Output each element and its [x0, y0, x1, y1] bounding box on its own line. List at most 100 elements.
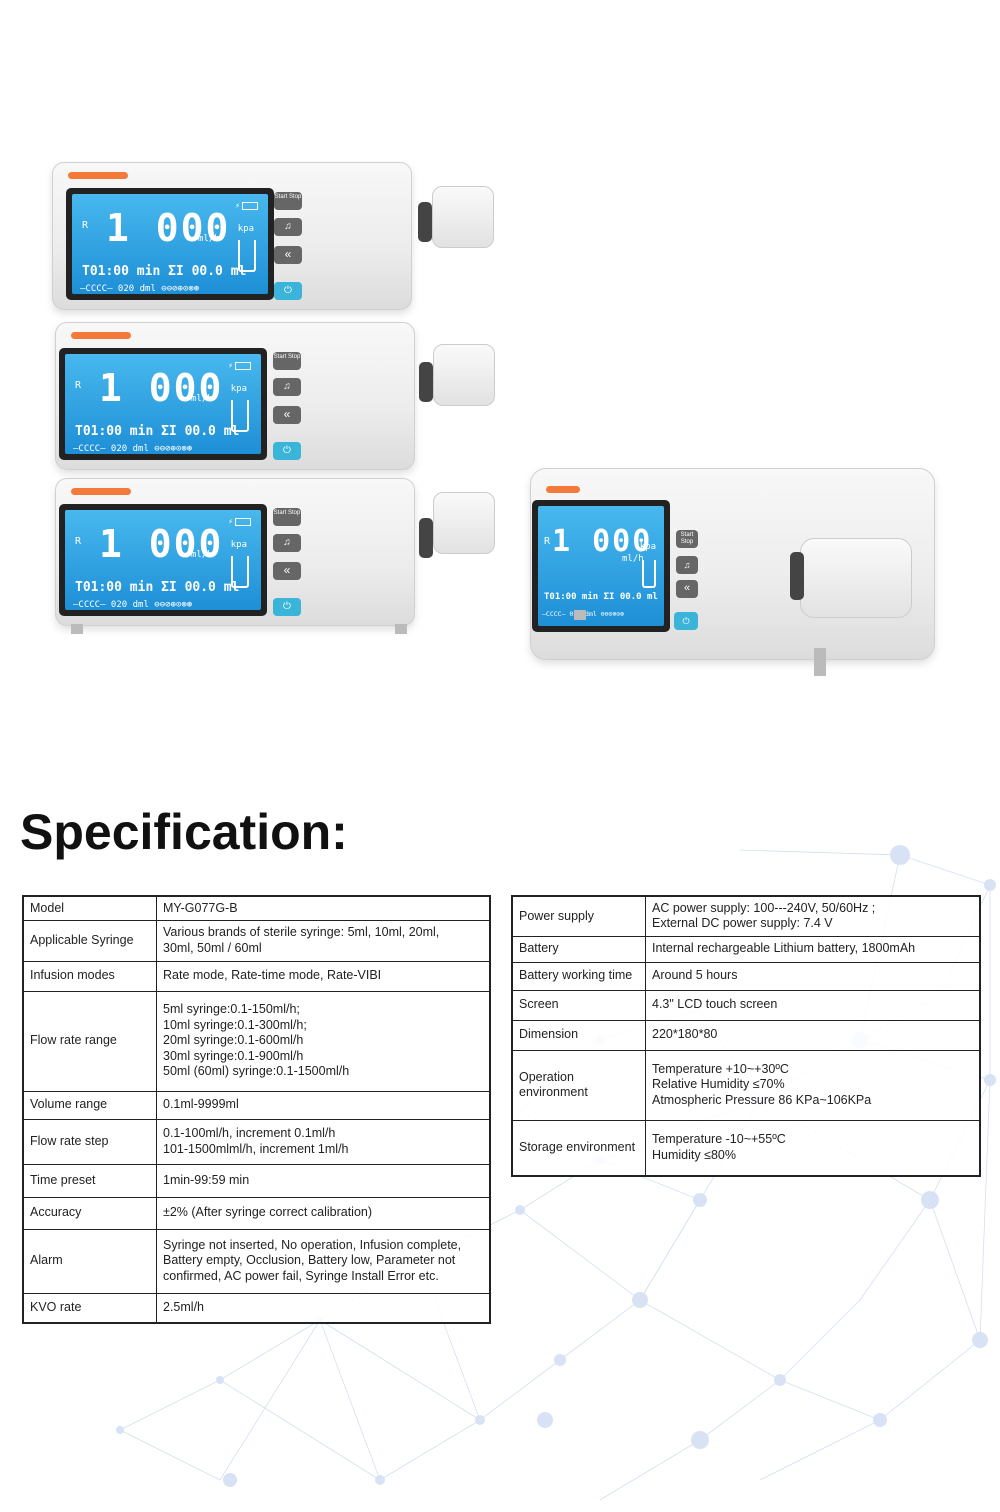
lcd-status-row: —CCCC— 020 dml ⊖⊖⊘⊕⊙⊗⊛ [80, 284, 200, 294]
spec-key: Model [22, 895, 157, 921]
double-chevron-left-icon: « [283, 407, 291, 421]
page-title: Specification: [20, 804, 348, 860]
pressure-gauge-icon [231, 400, 249, 432]
double-chevron-left-icon: « [283, 563, 291, 577]
spec-key: Infusion modes [22, 960, 157, 992]
orange-stripe [546, 486, 580, 493]
lcd-rate-unit: ml/h [198, 234, 220, 244]
lcd-bezel: R 1 000 ml/h kpa ⚡ T01:00 min ΣI 00.0 ml… [59, 348, 267, 460]
spec-value: Rate mode, Rate-time mode, Rate-VIBI [156, 960, 491, 992]
pump-unit-standalone: R 1 000 ml/h kpa T01:00 min ΣI 00.0 ml —… [530, 468, 935, 676]
pressure-gauge-icon [238, 240, 256, 272]
pump-unit-middle: R 1 000 ml/h kpa ⚡ T01:00 min ΣI 00.0 ml… [55, 322, 495, 470]
spec-value: AC power supply: 100---240V, 50/60Hz ; E… [645, 895, 981, 937]
spec-key: Battery [511, 935, 646, 963]
lcd-pressure-unit: kpa [230, 384, 247, 394]
power-button[interactable]: ⏻ [273, 598, 301, 616]
spec-key: Power supply [511, 895, 646, 937]
spec-value: Various brands of sterile syringe: 5ml, … [156, 919, 491, 962]
alarm-silence-button[interactable]: ♫ [273, 378, 301, 396]
spec-key: Screen [511, 989, 646, 1021]
start-stop-button[interactable]: Start Stop [676, 530, 698, 548]
spec-key: Time preset [22, 1163, 157, 1198]
spec-key: Dimension [511, 1019, 646, 1051]
orange-stripe [71, 488, 131, 495]
syringe-clamp [800, 538, 912, 618]
product-photo: R 1 000 ml/h kpa ⚡ T01:00 min ΣI 00.0 ml… [52, 162, 935, 676]
lcd-pressure-unit: kpa [230, 540, 247, 550]
lcd-pressure-unit: kpa [237, 224, 254, 234]
power-icon: ⏻ [283, 445, 291, 456]
syringe-clamp [432, 186, 494, 248]
table-row: Accuracy±2% (After syringe correct calib… [22, 1196, 491, 1230]
back-button[interactable]: « [676, 580, 698, 598]
pump-foot [395, 624, 407, 634]
battery-icon [242, 202, 258, 210]
power-icon: ⏻ [682, 616, 690, 626]
spec-value: 2.5ml/h [156, 1292, 491, 1324]
lcd-time-row: T01:00 min ΣI 00.0 ml [75, 580, 240, 595]
start-stop-button[interactable]: Start Stop [273, 508, 301, 526]
power-button[interactable]: ⏻ [274, 282, 302, 300]
bell-icon: ♫ [284, 221, 292, 232]
syringe-knob [418, 202, 432, 242]
orange-stripe [68, 172, 128, 179]
lcd-bezel: R 1 000 ml/h kpa T01:00 min ΣI 00.0 ml —… [532, 500, 670, 632]
power-icon: ⏻ [284, 285, 292, 296]
lcd-r-label: R [75, 380, 82, 391]
alarm-silence-button[interactable]: ♫ [274, 218, 302, 236]
spec-value: ±2% (After syringe correct calibration) [156, 1196, 491, 1230]
spec-key: Flow rate step [22, 1118, 157, 1165]
spec-key: Accuracy [22, 1196, 157, 1230]
pump-foot [71, 624, 83, 634]
power-button[interactable]: ⏻ [273, 442, 301, 460]
spec-key: Volume range [22, 1090, 157, 1120]
back-button[interactable]: « [273, 562, 301, 580]
spec-key: Operation environment [511, 1049, 646, 1121]
pressure-gauge-icon [231, 556, 249, 588]
spec-key: KVO rate [22, 1292, 157, 1324]
spec-value: 5ml syringe:0.1-150ml/h; 10ml syringe:0.… [156, 990, 491, 1092]
spec-key: Flow rate range [22, 990, 157, 1092]
bell-icon: ♫ [283, 381, 291, 392]
plug-icon: ⚡ [235, 201, 240, 210]
battery-icon [235, 518, 251, 526]
lcd-time-row: T01:00 min ΣI 00.0 ml [544, 592, 658, 602]
back-button[interactable]: « [273, 406, 301, 424]
lcd-status-row: —CCCC— 020 dml ⊖⊖⊘⊕⊙⊗ [542, 610, 625, 618]
spec-value: MY-G077G-B [156, 895, 491, 921]
lcd-bezel: R 1 000 ml/h kpa ⚡ T01:00 min ΣI 00.0 ml… [66, 188, 274, 300]
plug-icon: ⚡ [228, 517, 233, 526]
spec-value: 220*180*80 [645, 1019, 981, 1051]
start-stop-button[interactable]: Start Stop [274, 192, 302, 210]
lcd-rate: 1 000 [106, 206, 231, 250]
spec-value: 0.1ml-9999ml [156, 1090, 491, 1120]
spec-value: 4.3" LCD touch screen [645, 989, 981, 1021]
alarm-silence-button[interactable]: ♫ [676, 556, 698, 574]
spec-value: Internal rechargeable Lithium battery, 1… [645, 935, 981, 963]
spec-value: Temperature +10~+30ºC Relative Humidity … [645, 1049, 981, 1121]
syringe-knob [419, 362, 433, 402]
lcd-time-row: T01:00 min ΣI 00.0 ml [82, 264, 247, 279]
bell-icon: ♫ [683, 560, 691, 570]
spec-value: 1min-99:59 min [156, 1163, 491, 1198]
alarm-silence-button[interactable]: ♫ [273, 534, 301, 552]
lcd-status-row: —CCCC— 020 dml ⊖⊖⊘⊕⊙⊗⊛ [73, 444, 193, 454]
spec-key: Storage environment [511, 1119, 646, 1177]
lcd-rate-unit: ml/h [191, 394, 213, 404]
lcd-time-row: T01:00 min ΣI 00.0 ml [75, 424, 240, 439]
power-button[interactable]: ⏻ [674, 612, 698, 630]
back-button[interactable]: « [274, 246, 302, 264]
start-stop-button[interactable]: Start Stop [273, 352, 301, 370]
syringe-clamp [433, 344, 495, 406]
lcd-pressure-unit: kpa [639, 542, 656, 552]
lcd-rate: 1 000 [99, 522, 224, 566]
